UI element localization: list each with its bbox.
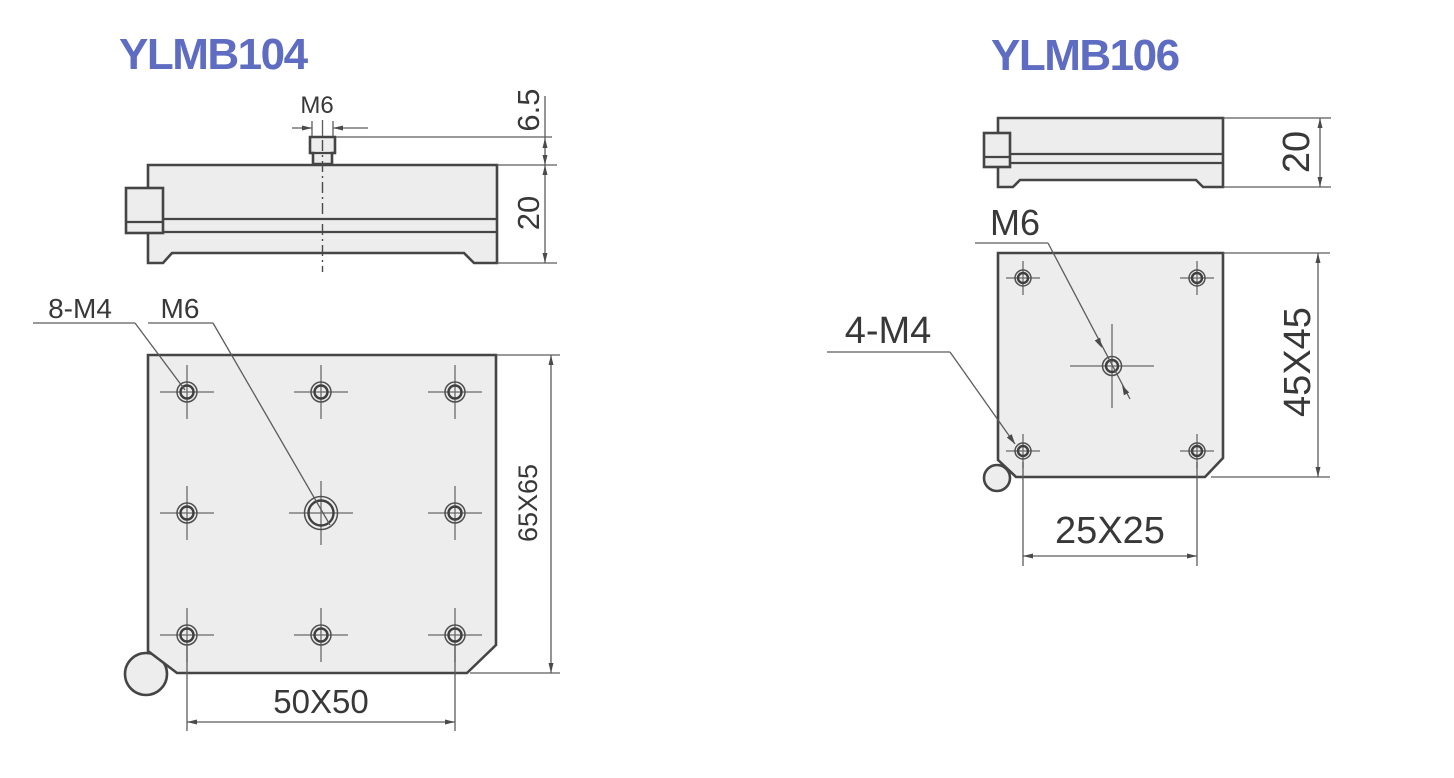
- mounting-hole: [1180, 434, 1214, 468]
- mounting-plate: [996, 251, 1225, 479]
- center-hole-label: M6: [990, 202, 1040, 243]
- mounting-hole: [294, 365, 348, 419]
- dim-hole-spacing: 50X50: [273, 683, 368, 720]
- corner-holes-label: 8-M4: [48, 293, 112, 324]
- dim-body-height: 20: [511, 196, 546, 230]
- arrowhead: [445, 719, 455, 725]
- dim-plate-size: 45X45: [1277, 307, 1319, 417]
- arrowhead: [1187, 553, 1197, 559]
- adjustment-knob: [124, 186, 165, 235]
- arrowhead: [1315, 467, 1321, 477]
- ylmb106-title: YLMB106: [991, 31, 1179, 80]
- mounting-hole: [160, 365, 214, 419]
- arrowhead: [1317, 118, 1323, 128]
- mounting-hole: [160, 486, 214, 540]
- leader-line-m6: [212, 322, 331, 526]
- mounting-hole: [428, 486, 482, 540]
- center-hole-label: M6: [161, 293, 200, 324]
- arrowhead: [333, 125, 343, 131]
- corner-knob: [123, 651, 169, 697]
- arrowhead: [1315, 253, 1321, 263]
- leader-line-m6: [1047, 242, 1131, 400]
- dim-boss-height: 6.5: [511, 88, 546, 131]
- arrowhead: [1122, 385, 1130, 396]
- ylmb104-side-view: M6 6.5 20: [124, 88, 557, 272]
- arrowhead: [1317, 177, 1323, 187]
- arrowhead: [548, 663, 554, 673]
- arrowhead: [1023, 553, 1033, 559]
- ylmb104-top-view: 8-M4 M6 65X65 50X50: [33, 293, 560, 731]
- mounting-hole: [1006, 434, 1040, 468]
- arrowhead: [1094, 337, 1102, 348]
- corner-knob: [982, 463, 1012, 493]
- stage-body: [996, 116, 1225, 189]
- ylmb106-top-view: M6 4-M4 45X45 25X25: [827, 202, 1330, 566]
- ylmb104-title: YLMB104: [119, 30, 309, 79]
- corner-holes-label: 4-M4: [845, 310, 932, 352]
- mounting-hole: [1006, 261, 1040, 295]
- arrowhead: [1006, 434, 1015, 444]
- leader-line-8-m4: [134, 322, 186, 391]
- ylmb106-diagram: YLMB106 20: [827, 31, 1331, 566]
- mounting-hole: [428, 365, 482, 419]
- arrowhead: [542, 138, 548, 148]
- mounting-hole: [1180, 261, 1214, 295]
- arrowhead: [542, 155, 548, 165]
- mounting-hole: [160, 608, 214, 662]
- arrowhead: [548, 355, 554, 365]
- ylmb104-diagram: YLMB104 M6: [33, 30, 560, 731]
- boss-thread-label: M6: [300, 92, 333, 119]
- arrowhead: [542, 165, 548, 175]
- arrowhead: [302, 125, 312, 131]
- dim-body-height: 20: [1276, 131, 1318, 173]
- center-hole: [289, 481, 353, 545]
- ylmb106-side-view: 20: [982, 116, 1331, 189]
- dim-plate-size: 65X65: [513, 464, 543, 542]
- arrowhead: [187, 719, 197, 725]
- dim-hole-spacing: 25X25: [1055, 510, 1165, 552]
- leader-line-4-m4: [949, 351, 1016, 445]
- mounting-hole: [294, 608, 348, 662]
- arrowhead: [542, 253, 548, 263]
- adjustment-knob: [982, 131, 1012, 169]
